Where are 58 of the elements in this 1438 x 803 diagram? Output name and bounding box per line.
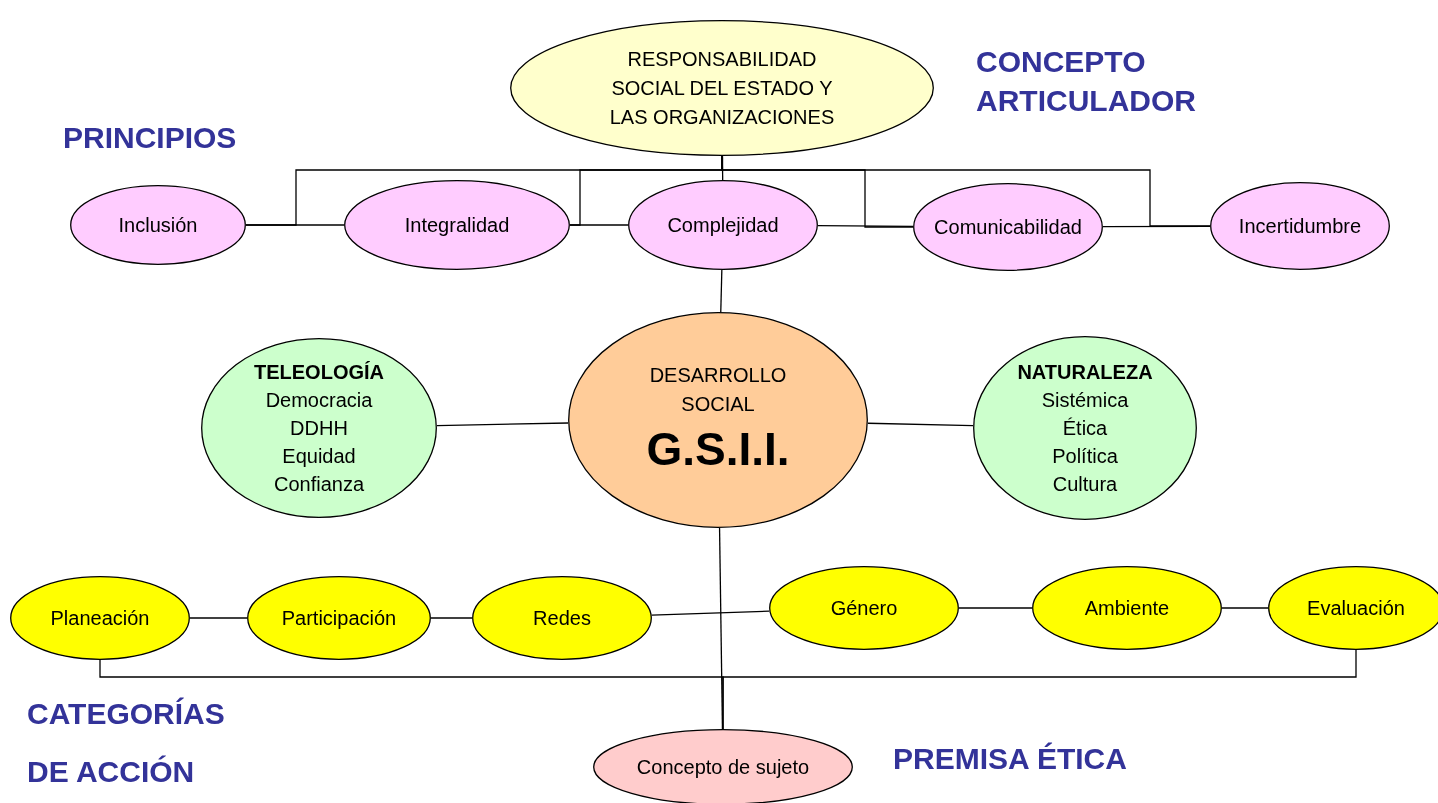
principle-ellipse (344, 180, 570, 270)
node-text: Política (1052, 444, 1118, 469)
node-text: Ética (1062, 416, 1108, 441)
category-ellipse (247, 576, 431, 660)
node-text: Complejidad (667, 213, 779, 238)
connector-line (722, 649, 1357, 730)
node-text: Inclusión (118, 213, 198, 238)
node-text: Democracia (265, 388, 373, 413)
node-text: RESPONSABILIDAD SOCIAL DEL ESTADO Y LAS ORGANIZACIONES (608, 46, 836, 130)
concept-ellipse (510, 20, 934, 156)
section-heading: CATEGORÍAS (27, 696, 225, 732)
node-text: Incertidumbre (1238, 214, 1362, 239)
node-text: Planeación (50, 606, 150, 631)
section-heading: CONCEPTO ARTICULADOR (976, 44, 1197, 119)
attribute-circle (973, 336, 1197, 520)
category-ellipse (769, 566, 959, 650)
section-heading: PRINCIPIOS (63, 120, 237, 156)
node-text: Género (830, 596, 898, 621)
principle-ellipse (70, 185, 246, 265)
connector-line (245, 224, 345, 226)
node-text: DDHH (290, 416, 348, 441)
node-text: Comunicabilidad (934, 215, 1082, 240)
section-heading: PREMISA ÉTICA (893, 741, 1127, 777)
connector-line (569, 224, 629, 226)
connector-line (1221, 607, 1269, 609)
node-text: Integralidad (404, 213, 510, 238)
node-text: Participación (281, 606, 397, 631)
category-ellipse (472, 576, 652, 660)
category-ellipse (1032, 566, 1222, 650)
connector-line (651, 610, 770, 616)
connector-line (430, 617, 473, 619)
connector-line (721, 155, 1211, 227)
attribute-circle (201, 338, 437, 518)
node-text: Equidad (282, 444, 356, 469)
principle-ellipse (628, 180, 818, 270)
connector-line (1102, 225, 1211, 228)
node-text: Cultura (1052, 472, 1118, 497)
section-heading: DE ACCIÓN (27, 754, 195, 790)
connector-line (958, 607, 1033, 609)
node-text: Redes (533, 606, 591, 631)
node-text: Ambiente (1084, 596, 1170, 621)
principle-ellipse (1210, 182, 1390, 270)
heading-text: TELEOLOGÍA (254, 360, 384, 385)
connector-line (817, 225, 914, 227)
connector-line (189, 617, 248, 619)
node-text: G.S.I.I. (646, 422, 790, 477)
connector-line (720, 269, 723, 313)
node-text: Evaluación (1307, 596, 1405, 621)
node-text: Confianza (273, 472, 365, 497)
central-circle (568, 312, 868, 528)
heading-text: DESARROLLO SOCIAL (648, 363, 788, 417)
category-ellipse (10, 576, 190, 660)
heading-text: NATURALEZA (1017, 360, 1153, 385)
connector-line (867, 422, 974, 427)
node-text: Sistémica (1041, 388, 1129, 413)
connector-line (436, 422, 569, 427)
node-text: Concepto de sujeto (636, 755, 810, 780)
principle-ellipse (913, 183, 1103, 271)
